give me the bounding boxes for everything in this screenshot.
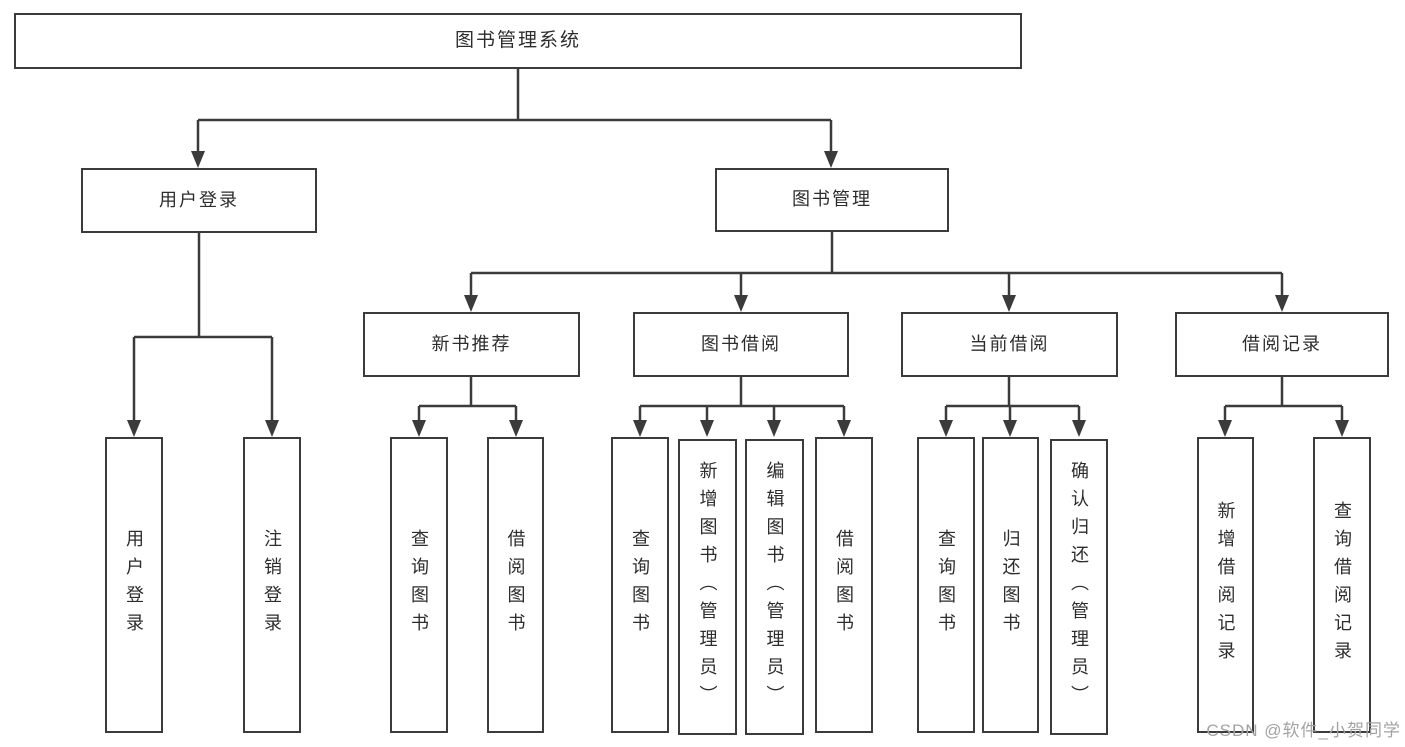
- node-borrowing-records: 借阅记录: [1175, 312, 1389, 377]
- node-leaf-borrow-books: 借阅图书: [815, 437, 873, 733]
- node-leaf-confirm-return-admin: 确认归还（管理员）: [1050, 439, 1108, 735]
- node-leaf-edit-books-admin: 编辑图书（管理员）: [745, 439, 804, 735]
- node-leaf-user-login: 用户登录: [105, 437, 163, 733]
- node-book-management: 图书管理: [715, 168, 949, 232]
- node-leaf-query-borrow-record: 查询借阅记录: [1313, 437, 1371, 733]
- node-leaf-add-borrow-record: 新增借阅记录: [1197, 437, 1254, 733]
- node-leaf-add-books-admin: 新增图书（管理员）: [678, 439, 737, 735]
- node-leaf-query-books-recommend: 查询图书: [390, 437, 448, 733]
- node-leaf-query-books-borrowing: 查询图书: [611, 437, 669, 733]
- node-leaf-return-books: 归还图书: [982, 437, 1039, 733]
- arrowheads: [127, 151, 1349, 437]
- csdn-watermark: CSDN @软件_小贺同学: [1206, 721, 1401, 740]
- node-leaf-query-books-current: 查询图书: [917, 437, 975, 733]
- node-current-borrowing: 当前借阅: [901, 312, 1118, 377]
- node-book-borrowing: 图书借阅: [633, 312, 849, 377]
- node-user-login: 用户登录: [81, 168, 317, 233]
- node-root: 图书管理系统: [14, 13, 1022, 69]
- node-leaf-logout: 注销登录: [243, 437, 301, 733]
- node-leaf-borrow-books-recommend: 借阅图书: [487, 437, 544, 733]
- node-new-book-recommend: 新书推荐: [363, 312, 580, 377]
